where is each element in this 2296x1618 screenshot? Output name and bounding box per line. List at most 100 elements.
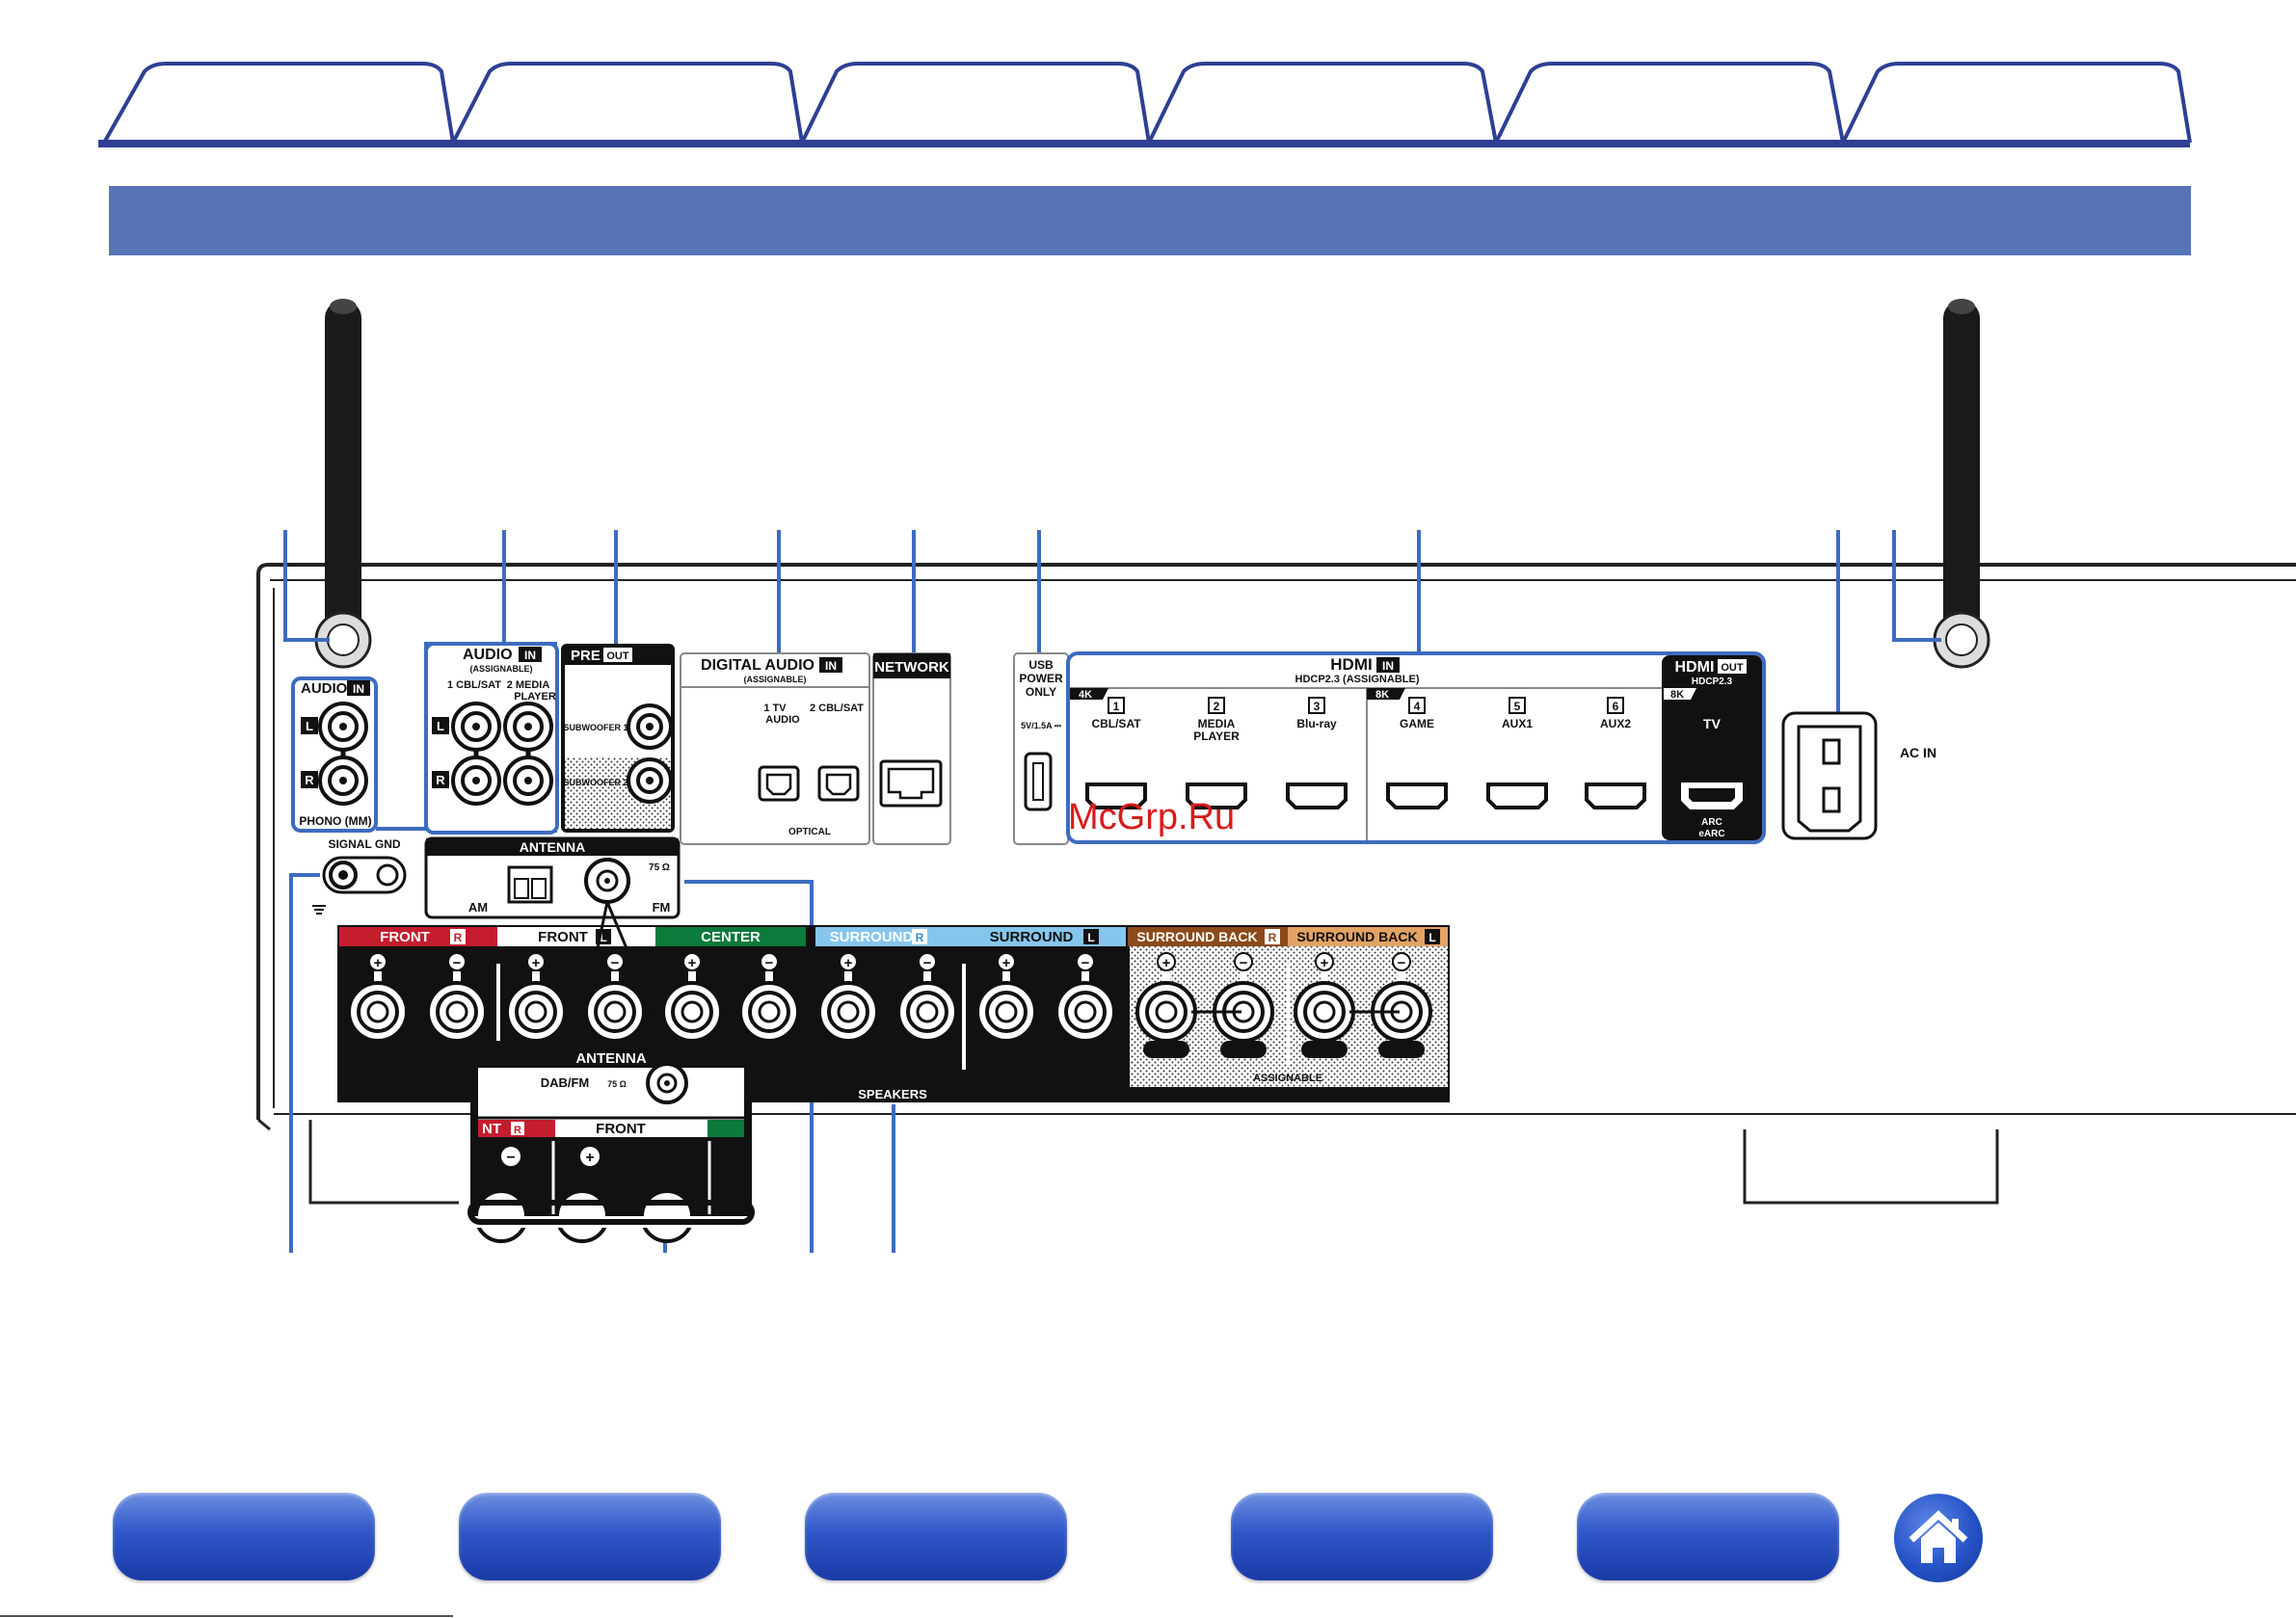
- speaker-terminal-6-minus[interactable]: −: [1213, 952, 1274, 1058]
- phono-right-jack[interactable]: [318, 756, 368, 806]
- signal-gnd-terminal[interactable]: [329, 861, 358, 889]
- speaker-surround-l-label: SURROUND: [990, 929, 1074, 945]
- network-ethernet-port[interactable]: [879, 759, 943, 808]
- section-title-bar: [109, 186, 2191, 255]
- hdmi-in-3[interactable]: 3 Blu-ray: [1286, 697, 1348, 809]
- speaker-front-l-label: FRONT: [538, 929, 588, 945]
- dab-fm-label: DAB/FM: [541, 1075, 590, 1090]
- am-antenna-terminal[interactable]: [507, 865, 553, 904]
- speaker-terminal-4-minus[interactable]: −: [896, 952, 958, 1058]
- tab-5[interactable]: [1494, 62, 1845, 144]
- digital-audio-title: DIGITAL AUDIO: [701, 657, 814, 674]
- speakers-caption: SPEAKERS: [858, 1087, 927, 1101]
- inset-minus-sign: −: [506, 1150, 515, 1166]
- audio-in-left-label: L: [437, 719, 444, 733]
- dab-fm-antenna-jack[interactable]: [646, 1062, 688, 1104]
- hdmi-out-group-label: 8K: [1670, 689, 1684, 701]
- subwoofer-1-label: SUBWOOFER 1: [563, 723, 627, 732]
- speaker-polarity-sign: +: [1162, 955, 1171, 971]
- audio-in-2-left-jack[interactable]: [503, 702, 553, 752]
- network-title: NETWORK: [874, 659, 949, 676]
- optical-2-jack[interactable]: [817, 765, 860, 802]
- rear-panel-diagram: AUDIO IN L R PHONO (MM) AUDIO IN (ASSIGN…: [256, 299, 2296, 1253]
- speaker-polarity-sign: −: [923, 955, 932, 971]
- speaker-terminal-5-minus[interactable]: −: [1055, 952, 1116, 1058]
- ac-inlet[interactable]: [1781, 711, 1878, 840]
- speaker-terminal-3-minus[interactable]: −: [738, 952, 800, 1058]
- fm-antenna-jack[interactable]: [584, 858, 630, 904]
- hdmi-in-5-port[interactable]: [1486, 782, 1548, 809]
- optical-1-label-b: AUDIO: [765, 714, 800, 726]
- antenna-inset-title: ANTENNA: [575, 1050, 646, 1067]
- nav-button-2[interactable]: [459, 1493, 721, 1580]
- home-button[interactable]: [1894, 1494, 1983, 1582]
- hdmi-in-2-number: 2: [1214, 700, 1220, 713]
- speaker-surround-r-label: SURROUND: [830, 929, 914, 945]
- tab-2[interactable]: [451, 62, 804, 144]
- hdmi-in-4-label: GAME: [1400, 717, 1434, 730]
- speaker-surround-r-side: R: [916, 931, 924, 944]
- phono-left-jack[interactable]: [318, 702, 368, 752]
- speaker-polarity-sign: +: [374, 955, 383, 971]
- speaker-terminal-3-plus[interactable]: +: [661, 952, 723, 1058]
- hdmi-in-1-port[interactable]: [1085, 782, 1147, 809]
- hdmi-in-1[interactable]: 1 CBL/SAT: [1085, 697, 1147, 809]
- speaker-terminal-4-plus[interactable]: +: [817, 952, 879, 1058]
- nav-button-4[interactable]: [1231, 1493, 1493, 1580]
- audio-in-2-right-jack[interactable]: [503, 756, 553, 806]
- hdmi-in-subtitle: HDCP2.3 (ASSIGNABLE): [1295, 674, 1420, 685]
- tab-1[interactable]: [102, 62, 455, 144]
- tab-3[interactable]: [800, 62, 1151, 144]
- speaker-front-r-side: R: [454, 931, 463, 944]
- hdmi-in-2[interactable]: 2 MEDIA PLAYER: [1186, 697, 1247, 809]
- pre-out-title: PRE: [571, 648, 601, 664]
- speaker-terminal-6-plus[interactable]: +: [1135, 952, 1197, 1058]
- inset-front-l-label: FRONT: [596, 1121, 646, 1137]
- signal-gnd-label: SIGNAL GND: [328, 837, 400, 851]
- speaker-terminal-7-minus[interactable]: −: [1371, 952, 1432, 1058]
- nav-button-1[interactable]: [113, 1493, 375, 1580]
- hdmi-in-1-label: CBL/SAT: [1091, 717, 1141, 730]
- audio-in-1-left-jack[interactable]: [451, 702, 501, 752]
- hdmi-in-6[interactable]: 6 AUX2: [1585, 697, 1646, 809]
- signal-gnd-block: SIGNAL GND: [312, 837, 407, 915]
- inset-terminal-plus: +: [580, 1147, 600, 1166]
- optical-1-jack[interactable]: [758, 765, 800, 802]
- audio-in-1-right-jack[interactable]: [451, 756, 501, 806]
- speaker-polarity-sign: −: [611, 955, 620, 971]
- speaker-terminal-1-minus[interactable]: −: [426, 952, 488, 1058]
- nav-button-3[interactable]: [805, 1493, 1067, 1580]
- hdmi-in-3-port[interactable]: [1286, 782, 1348, 809]
- audio-in-2-label-b: PLAYER: [514, 691, 556, 703]
- speakers-block: FRONT R FRONT L CENTER SURROUND R SURROU…: [337, 925, 1450, 1102]
- usb-port[interactable]: [1024, 752, 1053, 811]
- hdmi-in-4[interactable]: 4 GAME: [1386, 697, 1448, 809]
- usb-block: USB POWER ONLY 5V/1.5A ⎓: [1013, 652, 1069, 845]
- hdmi-in-2-port[interactable]: [1186, 782, 1247, 809]
- nav-button-5[interactable]: [1577, 1493, 1839, 1580]
- fm-label: FM: [653, 900, 671, 915]
- antenna-title: ANTENNA: [520, 839, 585, 855]
- speaker-polarity-sign: −: [1240, 955, 1248, 971]
- hdmi-in-2-label-2: PLAYER: [1193, 729, 1240, 743]
- usb-label-2: POWER: [1019, 672, 1063, 685]
- speaker-terminal-7-plus[interactable]: +: [1294, 952, 1355, 1058]
- fm-ohm-label: 75 Ω: [649, 862, 670, 873]
- subwoofer-1-jack[interactable]: [627, 703, 673, 750]
- subwoofer-2-jack[interactable]: [627, 757, 673, 804]
- optical-1-label-a: 1 TV: [763, 703, 787, 714]
- hdmi-in-4-port[interactable]: [1386, 782, 1448, 809]
- hdmi-in-2-label: MEDIA: [1198, 717, 1236, 730]
- dab-fm-ohm-label: 75 Ω: [607, 1079, 627, 1089]
- tab-4[interactable]: [1147, 62, 1498, 144]
- tab-6[interactable]: [1841, 62, 2192, 144]
- speaker-terminal-1-plus[interactable]: +: [347, 952, 409, 1058]
- hdmi-in-6-port[interactable]: [1585, 782, 1646, 809]
- hdmi-out-tv-label: TV: [1703, 716, 1722, 731]
- usb-rating: 5V/1.5A ⎓: [1021, 721, 1062, 730]
- hdmi-in-5[interactable]: 5 AUX1: [1486, 697, 1548, 809]
- wireless-antenna-right: [1933, 299, 1990, 669]
- tab-underline: [98, 140, 2190, 147]
- speaker-terminal-5-plus[interactable]: +: [975, 952, 1037, 1058]
- speaker-polarity-sign: −: [765, 955, 774, 971]
